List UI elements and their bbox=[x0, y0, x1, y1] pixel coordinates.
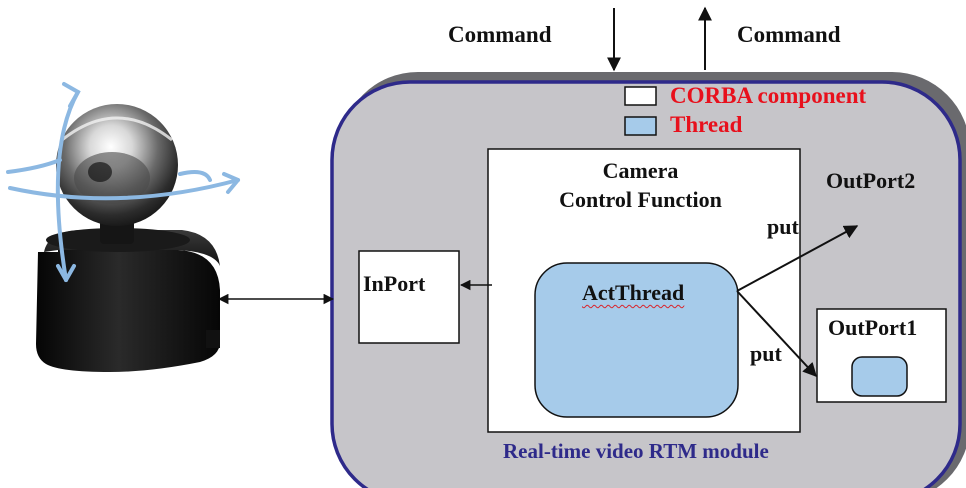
legend-corba-swatch bbox=[624, 86, 657, 106]
outport1-label: OutPort1 bbox=[828, 315, 918, 340]
legend-thread-label: Thread bbox=[670, 112, 743, 137]
camera-function-title-line2: Control Function bbox=[559, 187, 722, 212]
outport1-thread bbox=[851, 356, 908, 397]
module-name-label: Real-time video RTM module bbox=[503, 439, 769, 463]
put-label-lower: put bbox=[750, 341, 782, 366]
act-thread-label: ActThread bbox=[582, 280, 685, 305]
command-in-label: Command bbox=[448, 22, 552, 47]
inport-box bbox=[358, 250, 460, 344]
outport2-label: OutPort2 bbox=[826, 168, 916, 193]
put-arrow-outport1 bbox=[736, 290, 817, 378]
command-out-label: Command bbox=[737, 22, 841, 47]
legend-corba-label: CORBA component bbox=[670, 83, 867, 108]
act-thread-box bbox=[534, 262, 739, 418]
inport-label: InPort bbox=[363, 271, 426, 296]
camera-function-title-line1: Camera bbox=[602, 158, 679, 183]
legend-thread-swatch bbox=[624, 116, 657, 136]
pan-tilt-camera-icon bbox=[36, 104, 220, 372]
rotation-arrows-icon bbox=[6, 82, 240, 282]
put-label-upper: put bbox=[767, 214, 799, 239]
put-arrow-outport2 bbox=[736, 225, 859, 292]
